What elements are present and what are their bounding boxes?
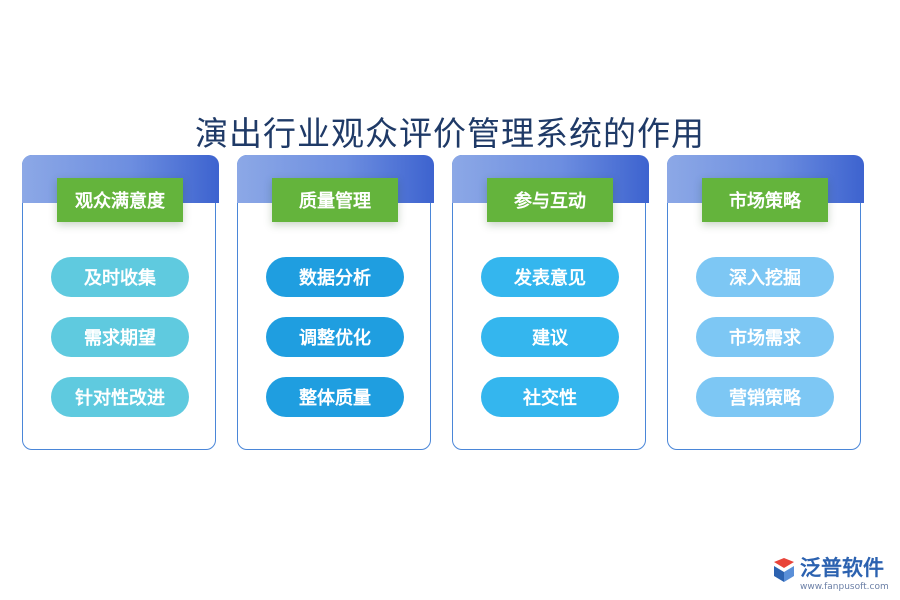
card-audience-satisfaction: 观众满意度 及时收集 需求期望 针对性改进 (21, 154, 219, 450)
card-label: 市场策略 (702, 178, 828, 222)
brand-logo: 泛普软件 www.fanpusoft.com (770, 553, 895, 593)
logo-url: www.fanpusoft.com (800, 582, 889, 592)
item-pill: 及时收集 (51, 257, 189, 297)
item-pill: 需求期望 (51, 317, 189, 357)
item-pill: 数据分析 (266, 257, 404, 297)
card-quality-management: 质量管理 数据分析 调整优化 整体质量 (236, 154, 434, 450)
card-label: 参与互动 (487, 178, 613, 222)
item-pill: 调整优化 (266, 317, 404, 357)
card-participation: 参与互动 发表意见 建议 社交性 (451, 154, 649, 450)
card-market-strategy: 市场策略 深入挖掘 市场需求 营销策略 (666, 154, 864, 450)
logo-name: 泛普软件 (800, 556, 884, 580)
diagram-title: 演出行业观众评价管理系统的作用 (195, 114, 705, 153)
card-label: 质量管理 (272, 178, 398, 222)
card-label: 观众满意度 (57, 178, 183, 222)
item-pill: 社交性 (481, 377, 619, 417)
item-pill: 营销策略 (696, 377, 834, 417)
item-pill: 整体质量 (266, 377, 404, 417)
item-pill: 建议 (481, 317, 619, 357)
item-pill: 针对性改进 (51, 377, 189, 417)
item-pill: 发表意见 (481, 257, 619, 297)
fanpu-logo-icon (774, 558, 794, 582)
item-pill: 深入挖掘 (696, 257, 834, 297)
item-pill: 市场需求 (696, 317, 834, 357)
